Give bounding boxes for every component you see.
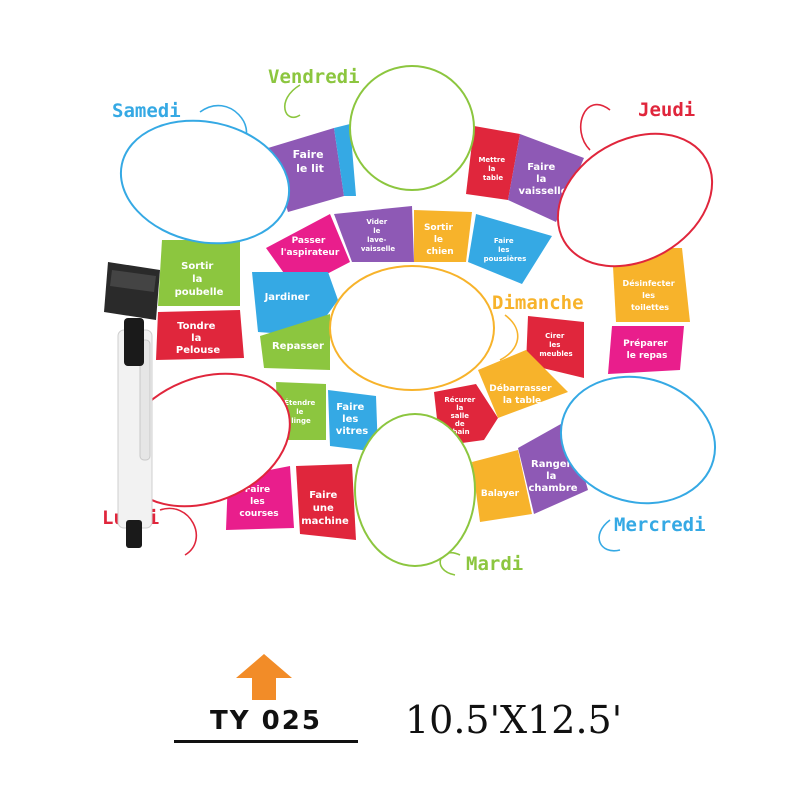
chore-label-recurer-salle-de-bain: Récurer la salle de bain <box>444 396 477 436</box>
chore-label-faire-le-lit: Faire le lit <box>293 148 328 175</box>
chore-label-balayer: Balayer <box>481 489 520 499</box>
tile-repasser <box>260 314 330 370</box>
chore-label-sortir-la-poubelle: Sortir la poubelle <box>175 261 224 298</box>
day-labels: Samedi Vendredi Jeudi Dimanche Lundi Mar… <box>102 66 706 575</box>
day-label-mardi: Mardi <box>466 553 523 575</box>
tile-sortir-la-poubelle <box>158 240 240 306</box>
chore-label-vider-lave-vaisselle: Vider le lave- vaisselle <box>361 218 396 253</box>
oval-samedi[interactable] <box>109 106 300 259</box>
oval-vendredi[interactable] <box>349 65 475 191</box>
day-label-vendredi: Vendredi <box>268 66 360 88</box>
tile-tondre-la-pelouse <box>156 310 244 360</box>
day-label-mercredi: Mercredi <box>614 514 706 536</box>
tile-debarrasser-la-table <box>478 350 568 418</box>
chore-label-faire-les-courses: Faire les courses <box>239 485 278 519</box>
chore-label-sortir-le-chien: Sortir le chien <box>424 223 456 257</box>
marker-grip <box>124 318 144 366</box>
chore-label-repasser: Repasser <box>272 341 324 352</box>
day-label-jeudi: Jeudi <box>638 99 695 121</box>
chore-label-faire-les-poussieres: Faire les poussières <box>484 237 527 263</box>
chore-label-etendre-le-linge: Étendre le linge <box>284 398 318 425</box>
chore-label-passer-aspirateur: Passer l'aspirateur <box>281 236 340 258</box>
product-code: TY 025 <box>210 706 322 736</box>
chore-label-tondre-la-pelouse: Tondre la Pelouse <box>176 321 220 356</box>
marker-pen <box>104 262 160 548</box>
chore-label-preparer-le-repas: Préparer le repas <box>623 338 671 361</box>
tile-mettre-la-table <box>466 126 520 200</box>
oval-dimanche[interactable] <box>329 265 495 391</box>
chore-label-faire-les-vitres: Faire les vitres <box>336 402 368 437</box>
chore-label-cirer-les-meubles: Cirer les meubles <box>539 332 572 358</box>
day-label-samedi: Samedi <box>112 100 181 122</box>
product-code-underline <box>174 740 358 743</box>
up-arrow-icon <box>236 654 292 700</box>
day-ovals <box>109 65 736 567</box>
tile-balayer <box>472 450 532 522</box>
chore-label-debarrasser-la-table: Débarrasser la table <box>489 383 554 406</box>
oval-mercredi[interactable] <box>547 360 730 520</box>
marker-tip <box>126 520 142 548</box>
tile-vider-lave-vaisselle <box>334 206 414 262</box>
tile-desinfecter-toilettes <box>612 248 690 322</box>
tile-cirer-les-meubles <box>526 316 584 378</box>
product-size: 10.5'X12.5' <box>405 698 623 742</box>
chore-label-mettre-la-table: Mettre la table <box>478 156 507 182</box>
marker-clip <box>139 339 151 461</box>
oval-mardi[interactable] <box>354 413 476 567</box>
tile-faire-une-machine <box>296 464 356 540</box>
chore-labels: Faire le lit Mettre la table Faire la va… <box>175 148 678 527</box>
tile-faire-les-vitres <box>328 390 378 452</box>
chore-label-desinfecter-toilettes: Désinfecter les toilettes <box>623 278 678 312</box>
tile-passer-aspirateur <box>266 214 350 290</box>
chore-label-faire-une-machine: Faire une machine <box>301 490 349 527</box>
chore-label-ranger-la-chambre: Ranger la chambre <box>528 459 577 494</box>
tile-faire-les-poussieres <box>468 214 552 284</box>
chore-label-jardiner: Jardiner <box>264 292 310 303</box>
eraser-felt <box>110 270 156 292</box>
chore-label-faire-la-vaisselle: Faire la vaisselle <box>518 162 567 197</box>
tile-preparer-le-repas <box>608 326 684 374</box>
tile-sortir-le-chien <box>414 210 472 262</box>
day-label-dimanche: Dimanche <box>492 292 584 314</box>
tile-blue-top <box>334 124 356 196</box>
oval-jeudi[interactable] <box>534 107 736 293</box>
